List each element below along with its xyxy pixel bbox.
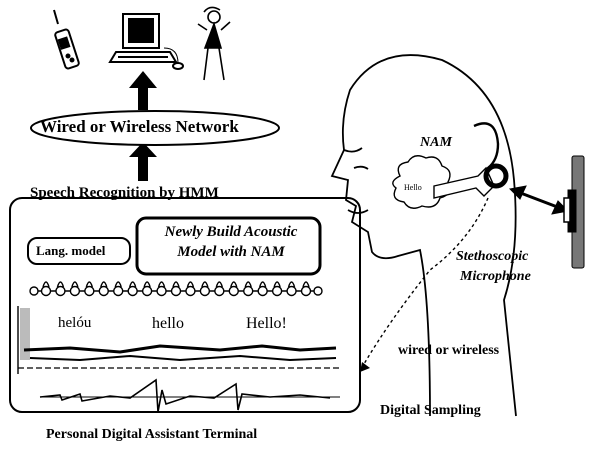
hmm-state [84, 285, 95, 297]
hmm-self-loop [71, 281, 79, 288]
hmm-self-loop [56, 281, 65, 288]
acoustic-model-line2: Model with NAM [177, 244, 285, 260]
hmm-state [199, 285, 211, 297]
hmm-self-loop [128, 281, 137, 288]
hmm-state [286, 285, 297, 297]
hmm-self-loop [157, 281, 166, 288]
hmm-state [185, 285, 196, 297]
acoustic-model-box [135, 216, 322, 276]
pda-terminal-label: Personal Digital Assistant Terminal [46, 427, 258, 442]
nam-pickup-region [392, 155, 509, 209]
person-figure-icon [197, 6, 231, 81]
hmm-state [257, 285, 268, 297]
hmm-self-loop [143, 281, 151, 288]
hmm-state [170, 285, 182, 297]
hmm-state [243, 285, 254, 297]
hypothesis-2: hello [152, 315, 184, 332]
hmm-self-loop [186, 281, 195, 288]
hmm-self-loop [302, 281, 310, 288]
desktop-computer-icon [108, 13, 184, 70]
stethoscopic-line2: Microphone [460, 269, 531, 284]
up-arrow-to-network [129, 142, 157, 181]
hypothesis-3: Hello! [246, 315, 287, 332]
acoustic-model-line1: Newly Build Acoustic [164, 224, 298, 240]
waveform [39, 378, 340, 413]
hmm-state [69, 285, 81, 297]
hmm-state [127, 285, 138, 297]
hmm-state [271, 285, 283, 297]
hmm-state [113, 285, 124, 297]
hmm-self-loop [230, 281, 238, 288]
spectrogram [17, 306, 340, 374]
network-label: Wired or Wireless Network [40, 117, 239, 136]
hmm-state [214, 285, 225, 297]
wired-or-wireless-label: wired or wireless [398, 343, 500, 358]
hmm-self-loop [114, 281, 122, 288]
hmm-state [55, 285, 66, 297]
hmm-self-loop [100, 281, 108, 288]
head-profile [330, 54, 517, 417]
lang-model-box [27, 237, 131, 265]
hmm-self-loop [287, 281, 296, 288]
up-arrow-to-devices [129, 71, 157, 110]
sampling-cable-arrowhead [360, 362, 370, 372]
hmm-state [40, 285, 52, 297]
lang-model-label: Lang. model [36, 243, 106, 258]
nam-label: NAM [420, 135, 452, 150]
mobile-phone-icon [53, 9, 80, 70]
hmm-self-loop [244, 281, 252, 288]
hypothesis-1: helóu [58, 315, 92, 331]
speech-recognition-label: Speech Recognition by HMM [30, 185, 219, 201]
hmm-self-loop [42, 281, 50, 288]
digital-sampling-label: Digital Sampling [380, 403, 481, 418]
stethoscope-icon [563, 155, 585, 269]
hmm-state-chain [29, 281, 323, 297]
pda-terminal-frame [9, 197, 361, 413]
hmm-self-loop [172, 281, 180, 288]
double-headed-arrow [508, 185, 570, 215]
hmm-self-loop [85, 281, 94, 288]
hmm-self-loop [201, 281, 209, 288]
hmm-self-loop [273, 281, 281, 288]
hmm-state [98, 285, 109, 297]
hmm-state [300, 285, 312, 297]
hmm-self-loop [215, 281, 224, 288]
hmm-state [156, 285, 167, 297]
network-ellipse [30, 110, 280, 146]
stethoscopic-line1: Stethoscopic [456, 249, 529, 264]
hmm-state [228, 285, 239, 297]
hello-small-label: Hello [404, 183, 422, 192]
hmm-state [141, 285, 153, 297]
hmm-self-loop [258, 281, 267, 288]
